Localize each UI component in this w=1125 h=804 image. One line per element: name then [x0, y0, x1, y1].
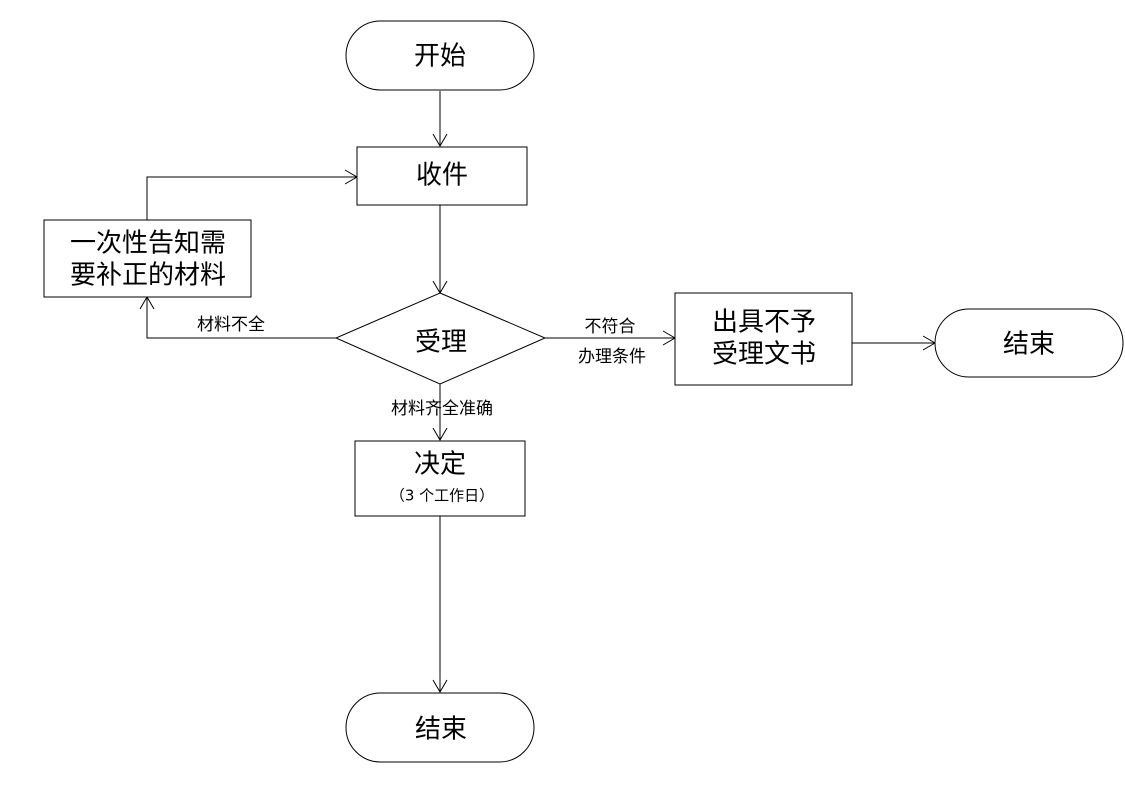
edge-accept-to-notify	[146, 297, 336, 339]
edge-label-not-eligible-line2: 办理条件	[578, 347, 646, 367]
node-decide: 决定 （3 个工作日）	[354, 440, 526, 517]
node-end-right-label: 结束	[1003, 330, 1055, 360]
node-accept: 受理	[334, 292, 547, 385]
edges	[139, 91, 936, 693]
arrowhead-down-icon	[432, 427, 448, 441]
node-decide-note: （3 个工作日）	[390, 487, 494, 505]
arrowhead-down-icon	[432, 679, 448, 693]
node-notify-label-line2: 要补正的材料	[70, 261, 226, 291]
node-reject: 出具不予 受理文书	[674, 292, 853, 386]
node-start: 开始	[345, 20, 535, 91]
node-start-label: 开始	[414, 42, 466, 72]
edge-label-complete: 材料齐全准确	[391, 399, 493, 419]
node-receive-label: 收件	[416, 161, 468, 191]
node-accept-label: 受理	[415, 328, 467, 358]
edge-notify-to-receive	[146, 176, 357, 220]
node-notify: 一次性告知需 要补正的材料	[43, 219, 252, 298]
node-reject-label-line1: 出具不予	[712, 308, 816, 338]
node-notify-label-line1: 一次性告知需	[70, 229, 226, 259]
node-end-right: 结束	[934, 308, 1124, 378]
node-receive: 收件	[356, 146, 528, 206]
node-end-bottom-label: 结束	[415, 715, 467, 745]
node-decide-label: 决定	[414, 450, 466, 480]
edge-label-not-eligible-line1: 不符合	[585, 317, 636, 337]
arrowhead-down-icon	[432, 133, 448, 147]
edge-label-incomplete: 材料不全	[197, 315, 265, 335]
node-reject-label-line2: 受理文书	[712, 340, 816, 370]
node-end-bottom: 结束	[345, 692, 535, 763]
